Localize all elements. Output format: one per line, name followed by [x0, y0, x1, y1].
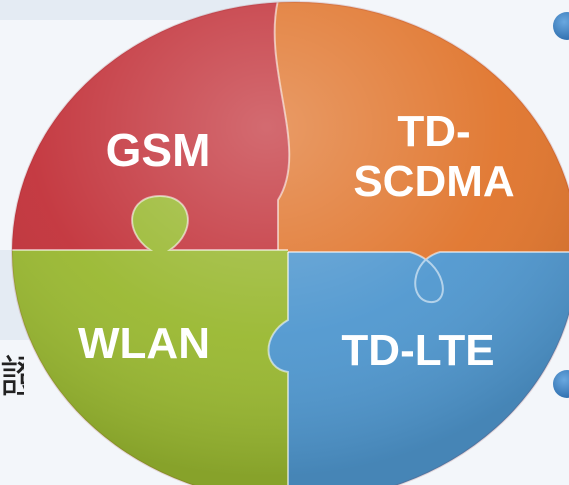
- tdscdma-label-line2: SCDMA: [353, 157, 514, 206]
- bullet-dot-top: [553, 12, 569, 40]
- circle-outline: [11, 1, 569, 485]
- tdscdma-label-line1: TD-: [397, 107, 470, 156]
- gsm-label: GSM: [106, 124, 211, 176]
- tdlte-label: TD-LTE: [341, 326, 494, 375]
- bullet-dot-bottom: [553, 370, 569, 398]
- wlan-label: WLAN: [78, 319, 210, 368]
- side-text-fragment: 證: [0, 352, 24, 403]
